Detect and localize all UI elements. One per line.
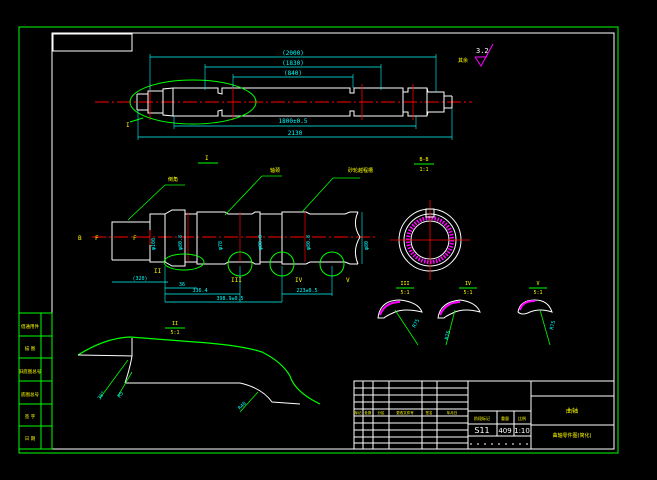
header-label: 重量 xyxy=(501,415,509,421)
dim-label: φ80.8 xyxy=(258,235,264,250)
detail-note: 轴颈 xyxy=(270,167,280,174)
dim-label: (1830) xyxy=(282,60,304,67)
dim-label: φ80.8 xyxy=(306,235,312,250)
detail-label: F xyxy=(95,235,99,242)
detail-callout: III xyxy=(231,277,242,284)
side-note: 其余 xyxy=(458,57,468,64)
detail-label: F xyxy=(133,235,137,242)
small-detail-scale: 5:1 xyxy=(463,290,472,296)
surface-finish-symbol: 3.2 其余 xyxy=(458,43,494,67)
dim-label: φ80.8 xyxy=(178,235,184,250)
detail-callout: IV xyxy=(295,277,303,284)
dim-label: 398.9±0.5 xyxy=(216,296,243,302)
dim-label: φ78 xyxy=(218,241,224,250)
dim-label: 223±0.5 xyxy=(296,288,317,294)
dim-label: 336.4 xyxy=(192,288,207,294)
detail-circle xyxy=(129,79,257,125)
section-label: B-B xyxy=(419,157,428,163)
section-title: I xyxy=(205,155,209,162)
left-strip-label: 底图总号 xyxy=(21,391,39,398)
radius-label: R75 xyxy=(549,320,557,330)
drawing-name: 曲轴零件图(简化) xyxy=(553,432,592,439)
detail-note: 倒角 xyxy=(168,176,178,183)
section-view: B-B 1:1 xyxy=(390,157,470,280)
left-strip: 借通用件 描 图 旧底图总号 底图总号 签 字 日 期 xyxy=(18,312,53,450)
big-detail-ii: II 5:1 30° R5 R40 xyxy=(77,321,321,413)
header-label: 比例 xyxy=(518,415,526,421)
header-label: 阶段标记 xyxy=(474,415,490,421)
shaft-detail-view: B F F 倒角 轴颈 砂轮越程槽 φ100 φ80.8 φ78 φ80.8 φ… xyxy=(78,167,378,303)
quantity: 409 xyxy=(498,427,511,435)
small-detail-label: IV xyxy=(465,281,471,287)
radius-label: R75 xyxy=(444,330,452,340)
row-label: 标记 xyxy=(355,410,363,415)
section-scale: 1:1 xyxy=(419,167,428,173)
dim-label: (320) xyxy=(132,276,147,282)
detail-callout: V xyxy=(346,277,350,284)
small-detail-iii: III 5:1 R75 xyxy=(377,281,423,346)
left-strip-label: 描 图 xyxy=(25,345,36,352)
outer-frame xyxy=(18,26,619,454)
small-detail-v: V 5:1 R75 xyxy=(517,281,557,346)
dim-label: R40 xyxy=(237,401,248,412)
scale: 1:10 xyxy=(514,427,530,435)
inner-frame xyxy=(51,32,615,450)
left-strip-label: 旧底图总号 xyxy=(19,368,42,375)
big-detail-label: II xyxy=(172,321,178,327)
top-dimensions: (2000) (1830) (840) 1800±0.5 2130 xyxy=(137,50,453,140)
detail-note: 砂轮越程槽 xyxy=(348,167,373,174)
title-block: 标记 处数 分区 更改文件号 签名 年月日 阶段标记 重量 比例 S11 409… xyxy=(353,380,615,450)
left-strip-label: 签 字 xyxy=(25,413,36,420)
left-strip-label: 借通用件 xyxy=(21,323,39,330)
dim-label: 1800±0.5 xyxy=(279,118,308,125)
dim-label: (2000) xyxy=(282,50,304,57)
dim-label: R5 xyxy=(117,391,125,399)
small-detail-label: V xyxy=(536,281,539,287)
row-label: 处数 xyxy=(365,410,373,415)
dim-label: 30° xyxy=(97,390,107,401)
part-name: 曲轴 xyxy=(566,407,578,415)
left-strip-label: 日 期 xyxy=(25,436,36,442)
detail-callout: II xyxy=(154,268,162,275)
dim-label: φ80 xyxy=(364,241,370,250)
big-detail-scale: 5:1 xyxy=(170,330,179,336)
shaft-main-view: I xyxy=(95,79,472,129)
top-left-box xyxy=(52,33,133,52)
row-label: 年月日 xyxy=(447,410,458,415)
dim-label: 36 xyxy=(179,282,185,288)
small-detail-scale: 5:1 xyxy=(400,290,409,296)
row-label: 分区 xyxy=(378,410,386,415)
detail-callout: I xyxy=(126,122,130,129)
dim-label: 2130 xyxy=(288,130,303,137)
row-label: 更改文件号 xyxy=(396,410,414,415)
dim-label: φ100 xyxy=(151,238,157,250)
dim-label: (840) xyxy=(284,70,302,77)
small-detail-iv: IV 5:1 R75 xyxy=(437,281,481,346)
small-detail-label: III xyxy=(400,281,409,287)
surface-finish-value: 3.2 xyxy=(476,47,489,55)
detail-label: B xyxy=(78,235,82,242)
row-label: 签名 xyxy=(426,410,433,415)
radius-label: R75 xyxy=(412,318,422,329)
small-detail-scale: 5:1 xyxy=(533,290,542,296)
part-code: S11 xyxy=(474,426,489,435)
